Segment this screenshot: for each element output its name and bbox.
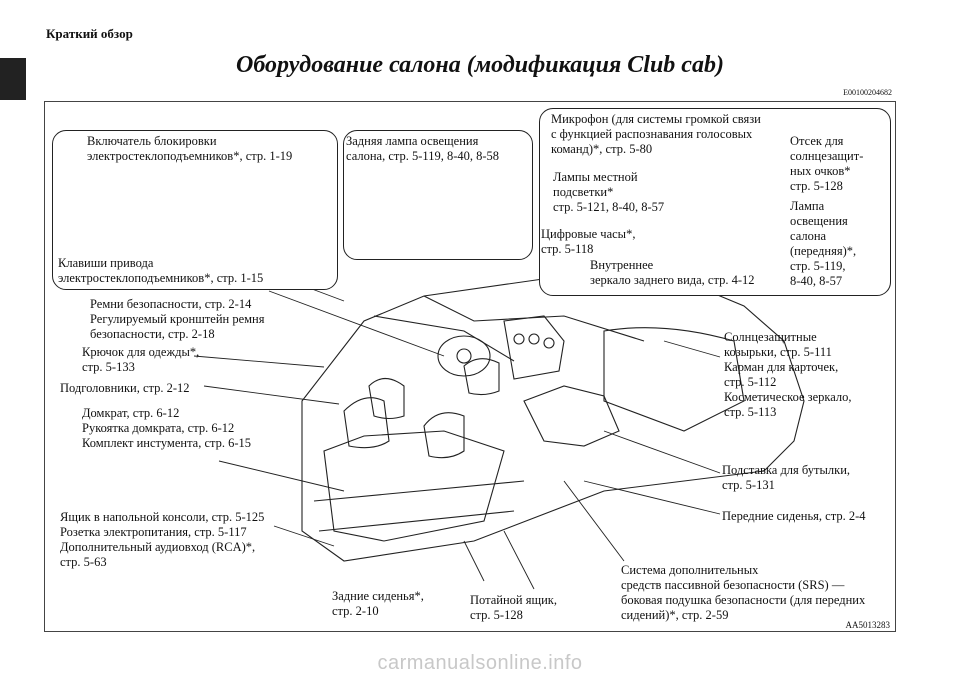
label-window-lock: Включатель блокировки электростеклоподъе… xyxy=(87,134,293,163)
site-watermark: carmanualsonline.info xyxy=(377,652,583,674)
front-headrest-left xyxy=(368,377,405,420)
label-seat-belts: Ремни безопасности, стр. 2-14 Регулируем… xyxy=(90,297,265,341)
label-front-seats: Передние сиденья, стр. 2-4 xyxy=(722,509,866,523)
label-hidden-box: Потайной ящик, стр. 5-128 xyxy=(470,593,557,622)
figure-frame xyxy=(44,101,896,632)
page-title: Оборудование салона (модификация Club ca… xyxy=(236,52,724,78)
label-sunglass-holder: Отсек для солнцезащит- ных очков* стр. 5… xyxy=(790,134,864,193)
dashboard xyxy=(503,315,565,380)
label-window-keys: Клавиши привода электростеклоподъемников… xyxy=(58,256,264,285)
label-srs-airbag: Система дополнительных средств пассивной… xyxy=(621,563,866,622)
front-seat xyxy=(523,385,620,447)
rear-headrest-right xyxy=(423,412,465,459)
figure-code: AA5013283 xyxy=(845,620,891,630)
rear-headrest-left xyxy=(343,397,390,449)
label-floor-console: Ящик в напольной консоли, стр. 5-125 Роз… xyxy=(60,510,265,569)
label-microphone: Микрофон (для системы громкой связи с фу… xyxy=(551,112,761,156)
label-digital-clock: Цифровые часы*, стр. 5-118 xyxy=(541,227,636,256)
label-coat-hook: Крючок для одежды*, стр. 5-133 xyxy=(82,345,200,374)
front-headrest-right xyxy=(463,358,500,396)
rear-seat xyxy=(323,430,505,542)
passenger-dash xyxy=(603,327,745,432)
label-front-lamp: Лампа освещения салона (передняя)*, стр.… xyxy=(790,199,857,288)
label-headrests: Подголовники, стр. 2-12 xyxy=(60,381,190,395)
steering-wheel xyxy=(437,335,491,377)
label-map-lamps: Лампы местной подсветки* стр. 5-121, 8-4… xyxy=(553,170,665,214)
label-rear-lamp: Задняя лампа освещения салона, стр. 5-11… xyxy=(346,134,500,163)
label-sun-visors: Солнцезащитные козырьки, стр. 5-111 Карм… xyxy=(724,330,852,419)
label-rear-seats: Задние сиденья*, стр. 2-10 xyxy=(332,589,424,618)
document-code: E00100204682 xyxy=(843,88,892,97)
callout-overhead-console xyxy=(539,108,891,296)
callout-rear-lamp xyxy=(343,130,533,260)
label-jack-tools: Домкрат, стр. 6-12 Рукоятка домкрата, ст… xyxy=(82,406,252,450)
interior-outline xyxy=(301,275,805,562)
section-header: Краткий обзор xyxy=(46,26,133,41)
label-inside-mirror: Внутреннее зеркало заднего вида, стр. 4-… xyxy=(590,258,755,287)
label-bottle-holder: Подставка для бутылки, стр. 5-131 xyxy=(722,463,851,492)
section-tab xyxy=(0,58,26,100)
callout-window-controls xyxy=(52,130,338,290)
